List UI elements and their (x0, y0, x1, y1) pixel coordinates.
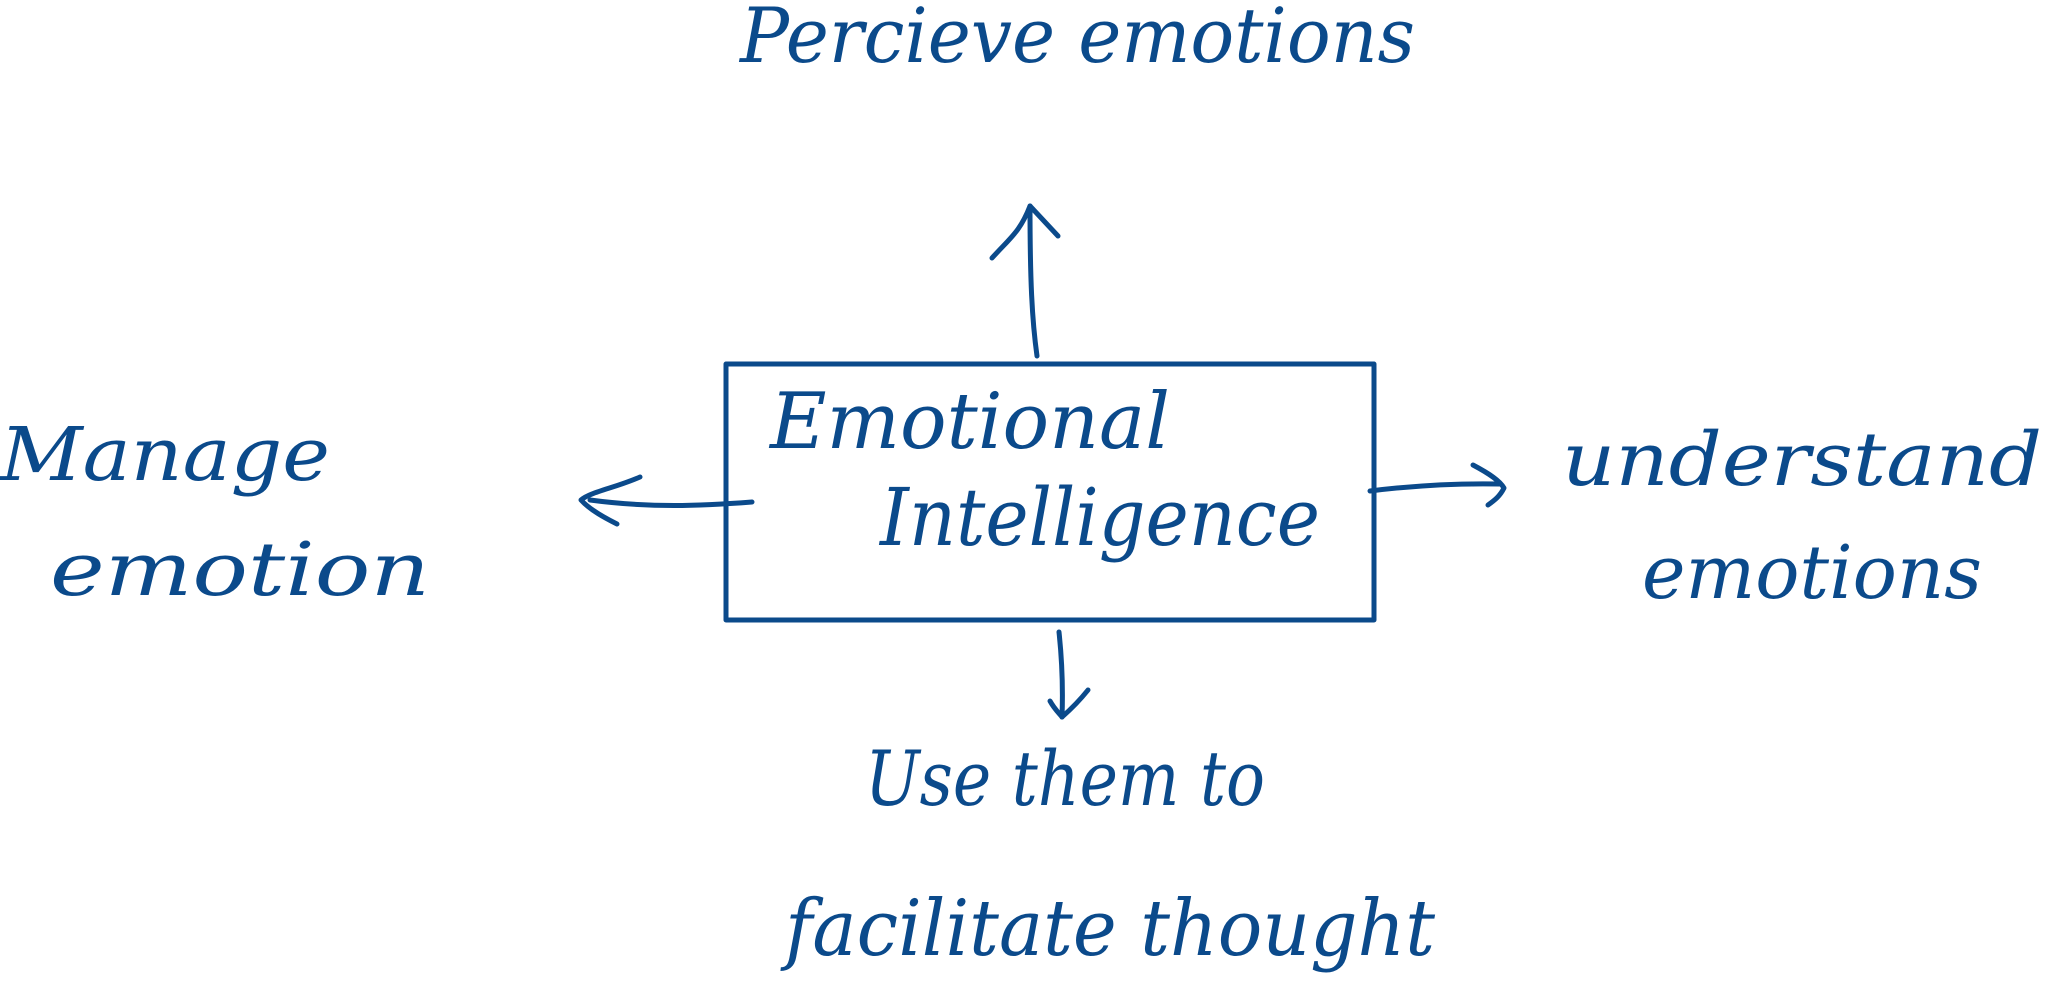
branch-left-label-line2: emotion (50, 527, 430, 613)
branch-right-label-line1: understand (1562, 417, 2042, 503)
arrow-up (989, 203, 1061, 359)
branch-left-label-line1: Manage (0, 412, 330, 498)
arrow-left (578, 474, 755, 527)
branch-bottom-label-line2: facilitate thought (780, 884, 1435, 974)
arrow-down (1047, 629, 1091, 720)
branch-bottom-label-line1: Use them to (865, 734, 1265, 823)
arrow-right (1367, 462, 1507, 508)
branch-top-label: Percieve emotions (738, 0, 1415, 80)
center-box-label-line2: Intelligence (878, 471, 1320, 564)
center-box-label-line1: Emotional (768, 377, 1170, 467)
branch-right-label-line2: emotions (1642, 530, 1982, 616)
